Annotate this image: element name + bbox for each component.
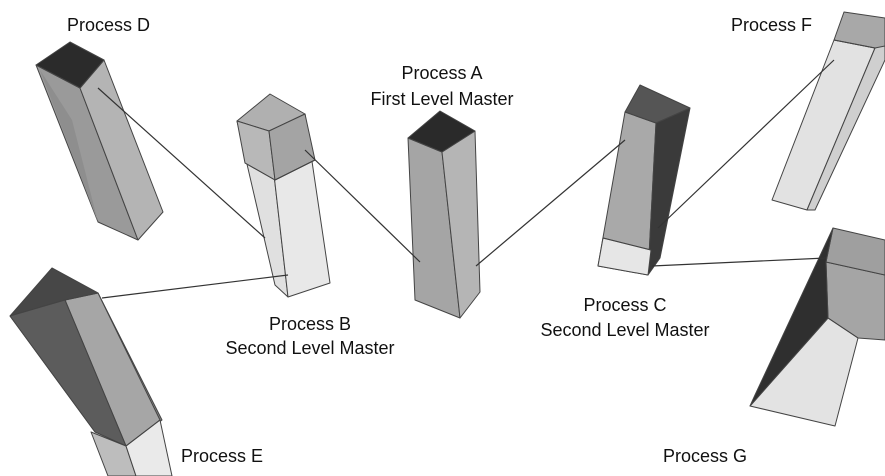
connector-c-f <box>657 59 835 229</box>
process-f-label: Process F <box>731 15 813 35</box>
block-process-g <box>749 227 885 427</box>
process-a-role: First Level Master <box>370 89 514 109</box>
process-e-label: Process E <box>181 446 264 466</box>
block-process-c <box>597 84 691 276</box>
connector-c-g <box>651 257 827 267</box>
process-c-label: Process C <box>583 295 667 315</box>
process-b-label: Process B <box>268 314 352 334</box>
connector-e-b <box>101 274 289 299</box>
process-a-label: Process A <box>401 63 483 83</box>
process-d-label: Process D <box>67 15 151 35</box>
process-b-role: Second Level Master <box>225 338 395 358</box>
connector-d-b <box>97 87 266 239</box>
connector-a-c <box>475 139 626 267</box>
block-process-b <box>236 93 331 298</box>
block-process-f <box>771 11 885 211</box>
block-process-d <box>35 41 164 241</box>
process-c-role: Second Level Master <box>540 320 710 340</box>
block-process-e <box>9 267 173 476</box>
block-process-a <box>407 110 481 319</box>
connector-b-a <box>304 149 421 263</box>
process-g-label: Process G <box>663 446 748 466</box>
